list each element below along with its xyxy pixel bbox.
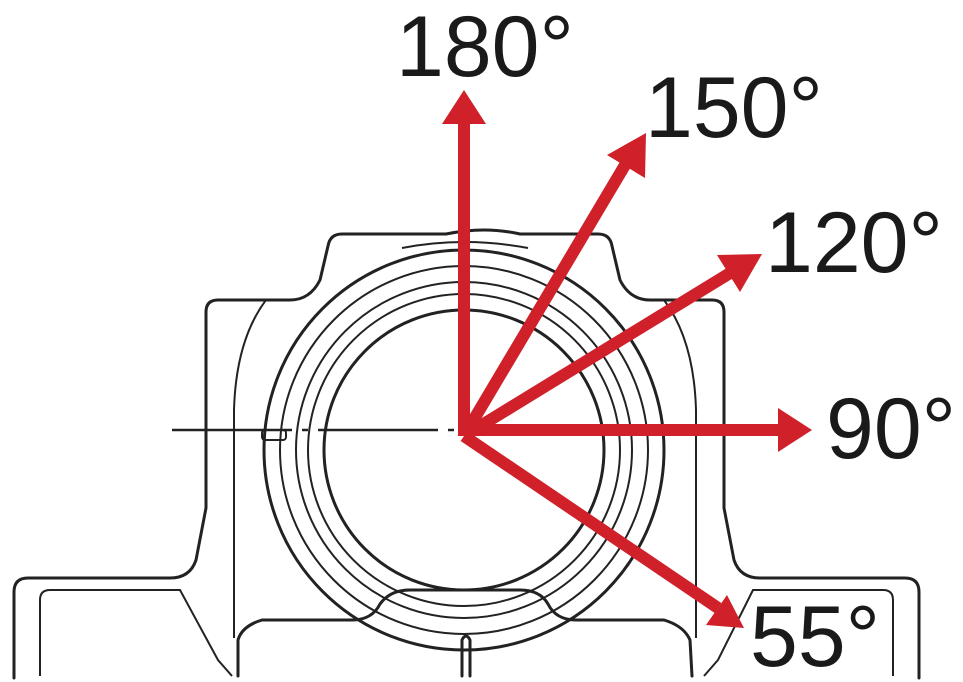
arrow-55	[460, 431, 744, 628]
housing-base-inner-line	[39, 589, 233, 677]
arrow-90	[464, 408, 812, 452]
arrow-120-shaft	[460, 264, 739, 442]
label-90: 90°	[826, 381, 956, 477]
arrow-120	[460, 254, 762, 442]
arrow-150	[458, 133, 646, 440]
arrow-90-head	[778, 408, 812, 452]
arrow-150-head	[607, 133, 646, 178]
housing-body-left	[233, 299, 267, 638]
arrow-180-head	[442, 90, 486, 124]
angle-labels: 180° 150° 120° 90° 55°	[396, 0, 956, 682]
arrow-120-head	[717, 254, 762, 292]
housing-base	[12, 228, 921, 680]
arrow-150-shaft	[458, 156, 634, 440]
housing-base-inner-line-right	[703, 589, 894, 677]
arrow-180	[442, 90, 486, 436]
label-120: 120°	[765, 195, 943, 291]
label-150: 150°	[645, 60, 823, 156]
housing-drain-slot	[460, 634, 472, 678]
arrow-55-shaft	[460, 431, 722, 613]
label-55: 55°	[750, 589, 880, 682]
arrow-55-head	[706, 595, 744, 628]
label-180: 180°	[396, 0, 574, 95]
load-direction-arrows	[442, 90, 812, 628]
